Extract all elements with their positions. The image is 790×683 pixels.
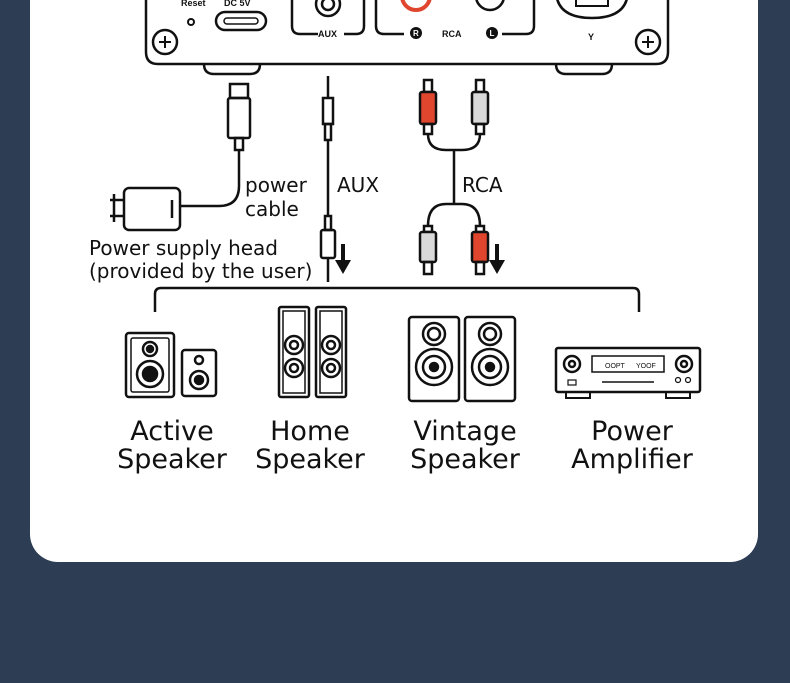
screw-right-icon [634,28,662,56]
antenna-mount-icon [556,0,628,20]
rca-cable-label: RCA [462,173,503,197]
aux-jack-icon [314,0,342,18]
amplifier-display-right: YOOF [636,363,656,370]
aux-cable-label: AUX [337,173,380,197]
aux-port-label: AUX [318,29,337,39]
right-channel-label: R [413,29,419,38]
power-cable-label-line1: power [245,173,307,197]
rca-left-jack-icon [475,0,505,12]
dc-5v-label: DC 5V [224,0,251,8]
rca-port-label: RCA [442,29,462,39]
vintage-speaker-icon [407,315,517,403]
rca-cable [418,78,490,276]
amplifier-display-left: OOPT [605,363,626,370]
active-speaker-icon [124,331,218,399]
reset-hole-icon [187,18,195,26]
screw-left-icon [151,28,179,56]
reset-label: Reset [181,0,206,8]
left-channel-label: L [490,29,495,38]
usb-c-port-icon [214,10,268,32]
rca-right-jack-icon [400,0,432,12]
rca-arrow-icon [489,244,505,274]
aux-port-frame [290,0,366,36]
aux-arrow-icon [335,244,351,274]
aux-cable [319,76,337,282]
power-cable-label-line2: cable [245,197,299,221]
home-speaker-icon [277,305,348,399]
power-supply-head-icon [122,186,182,232]
antenna-symbol: Y [588,32,594,42]
power-head-label-line2: (provided by the user) [89,259,313,283]
device-bracket [153,286,641,312]
rca-port-frame [374,0,536,36]
content-card [30,0,758,562]
power-head-label-line1: Power supply head [89,236,278,260]
power-amplifier-icon [554,346,702,399]
device-back-panel [144,0,670,76]
power-cable [110,82,252,232]
